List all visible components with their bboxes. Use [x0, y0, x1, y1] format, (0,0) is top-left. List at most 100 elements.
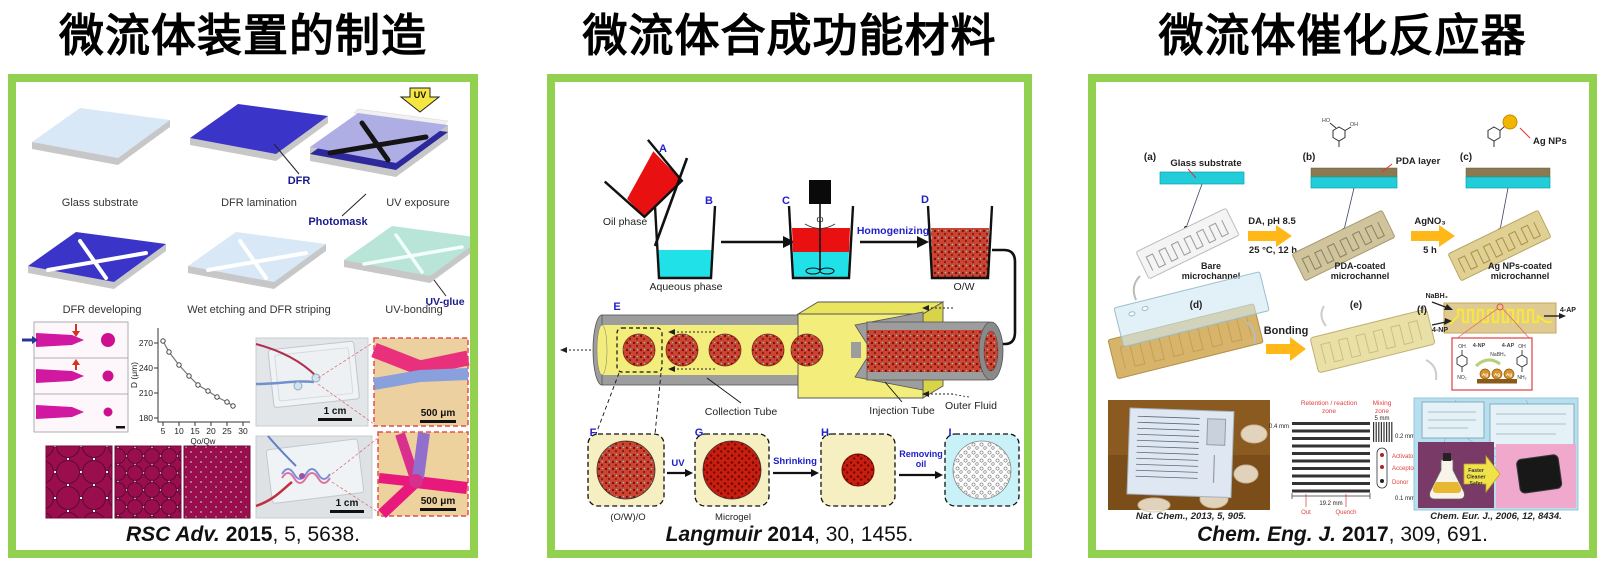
star-junction-micrograph [377, 431, 469, 519]
nabh4-inlet-label: NaBH₄ [1426, 293, 1448, 300]
nat-chem-photo [1108, 400, 1270, 513]
removing-label-1: Removing [899, 449, 943, 459]
activator-label: Activator [1392, 454, 1415, 460]
scale-500um-label-2: 500 μm [421, 496, 456, 507]
xtick-15: 15 [190, 426, 200, 436]
mark-d: D [921, 194, 929, 206]
inset-ap: 4-AP [1502, 343, 1515, 349]
scale-1cm-label-2: 1 cm [336, 498, 359, 509]
droplet-array-micrographs [45, 445, 251, 519]
reaction-chip-schematic [1431, 301, 1566, 340]
panel1-title: 微流体装置的制造 [58, 10, 427, 61]
chem-eur-j-image [1413, 397, 1579, 511]
ho-label: HO [1322, 118, 1331, 124]
bare-label-2: microchannel [1182, 271, 1241, 281]
oh-label: OH [1350, 122, 1358, 128]
arrow-b-to-c-head [783, 236, 795, 248]
uv-glue-label: UV-glue [425, 296, 464, 308]
dim-192mm: 19.2 mm [1319, 501, 1342, 507]
agno3-time-label: 5 h [1423, 245, 1437, 256]
xtick-30: 30 [238, 426, 248, 436]
inset-oh-right: OH [1518, 344, 1526, 350]
agnps-label: Ag NPs [1533, 136, 1567, 147]
pda-label-1: PDA-coated [1334, 261, 1385, 271]
porous-particle-box [944, 433, 1020, 507]
citation-journal: RSC Adv. [125, 523, 220, 546]
inset-ag-1: Ag [1482, 372, 1488, 377]
uv-badge-label: UV [414, 90, 427, 100]
collection-tube-label: Collection Tube [705, 406, 778, 418]
dfr-label: DFR [288, 175, 311, 187]
retention-zone-label-2: zone [1322, 408, 1336, 415]
citation-rest: , 309, 691. [1388, 523, 1488, 546]
arrow-c-to-d-head [917, 236, 929, 248]
wet-etching-label: Wet etching and DFR striping [187, 304, 330, 316]
pda-label-2: microchannel [1331, 271, 1390, 281]
xtick-25: 25 [222, 426, 232, 436]
citation-rest: , 5, 5638. [272, 523, 361, 546]
uv-bonding-label: UV-bonding [385, 304, 443, 316]
dim-04mm: 0.4 mm [1269, 424, 1289, 430]
zoom-leader-2 [654, 372, 662, 435]
glass-substrate-label: Glass substrate [1170, 158, 1241, 169]
acceptor-label: Acceptor [1392, 466, 1416, 472]
dim-5mm: 5 mm [1375, 416, 1390, 422]
citation-year: 2014 [767, 523, 815, 546]
dfr-lamination-label: DFR lamination [221, 197, 297, 209]
retention-zone-label-1: Retention / reaction [1301, 400, 1358, 407]
microgel-box [694, 433, 770, 507]
da-coating-arrow [1248, 225, 1292, 247]
reaction-inset [1451, 337, 1533, 391]
uv-arrow-badge [399, 87, 441, 113]
panel2-synthesis: A Oil phase B Aqueous phase [547, 74, 1032, 558]
uv-exposure-plate [310, 87, 449, 217]
xtick-20: 20 [206, 426, 216, 436]
graph-xlabel: Qo/Qw [191, 437, 216, 446]
donor-label: Donor [1392, 480, 1408, 486]
wet-etching-plate [188, 232, 326, 289]
ytick-210: 210 [139, 388, 153, 398]
microgel-label: Microgel [715, 512, 751, 523]
bare-microchannel-step [1136, 168, 1245, 279]
mark-h: H [821, 427, 829, 439]
citation-journal: Langmuir [665, 523, 762, 546]
dfr-developing-plate [28, 232, 166, 289]
citation-journal: Chem. Eng. J. [1197, 523, 1336, 546]
out-label: Out [1301, 510, 1311, 516]
dim-02mm: 0.2 mm [1395, 434, 1415, 440]
inset-ag-2: Ag [1494, 372, 1500, 377]
mark-c: C [782, 195, 790, 207]
xtick-5: 5 [161, 426, 166, 436]
panel1-citation: RSC Adv.2015, 5, 5638. [16, 523, 470, 547]
shrinking-label: Shrinking [773, 456, 817, 467]
cleaner-label: Cleaner [1466, 475, 1485, 481]
glass-substrate-label: Glass substrate [62, 197, 138, 209]
scale-1cm-label: 1 cm [324, 406, 347, 417]
glass-substrate-plate [32, 108, 170, 165]
faster-label: Faster [1468, 468, 1484, 474]
panel3-title: 微流体催化反应器 [1158, 10, 1527, 61]
mark-e: (e) [1350, 300, 1362, 311]
panel1-fabrication: UV Glass substrate DFR DFR lamination Ph… [8, 74, 478, 558]
owo-droplet-box [587, 433, 665, 507]
mixing-zone-label-1: Mixing [1373, 400, 1392, 407]
owo-label: (O/W)/O [610, 512, 645, 523]
mixing-zone-label-2: zone [1375, 408, 1389, 415]
da-condition-label-2: 25 °C, 12 h [1249, 245, 1297, 256]
bare-label-1: Bare [1201, 261, 1221, 271]
pda-layer-label: PDA layer [1396, 156, 1441, 167]
uv-bonding-plate [344, 226, 470, 297]
bonding-arrow [1266, 337, 1306, 361]
citation-year: 2017 [1341, 523, 1389, 546]
bonded-chip [1310, 305, 1438, 381]
inset-nabh4: NaBH₄ [1490, 352, 1505, 358]
agno3-label: AgNO₃ [1414, 216, 1445, 227]
oil-phase-label: Oil phase [603, 216, 648, 228]
y-junction-micrograph [371, 337, 470, 427]
capillary-device [560, 301, 1004, 404]
mark-c: (c) [1460, 152, 1472, 163]
panel2-title: 微流体合成功能材料 [582, 10, 997, 61]
chip-photo-1 [255, 337, 375, 427]
scale-500um-label: 500 μm [421, 408, 456, 419]
